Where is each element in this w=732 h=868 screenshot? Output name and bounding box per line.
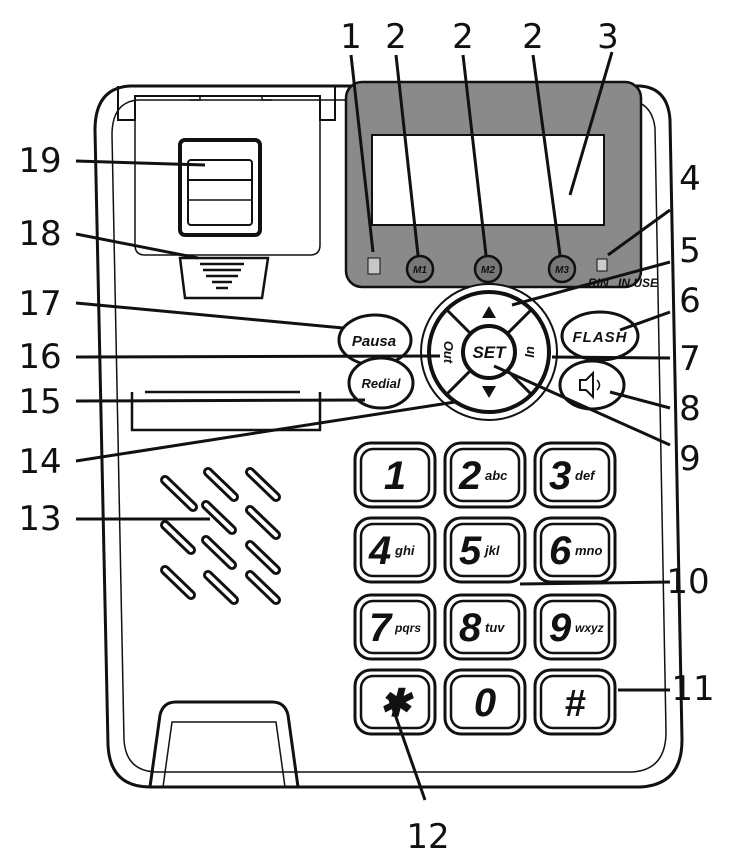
key-letters: mno (575, 543, 603, 558)
down-arrow-icon[interactable] (482, 386, 496, 398)
callout-2b: 2 (452, 17, 474, 57)
svg-text:M3: M3 (555, 265, 569, 276)
key-2[interactable]: 2 abc (443, 441, 527, 509)
key-digit: 1 (384, 454, 406, 498)
key-letters: wxyz (575, 621, 604, 635)
callout-19: 19 (18, 141, 61, 181)
cradle-tab (190, 95, 272, 101)
out-label[interactable]: Out (441, 341, 456, 364)
speaker-grille-inner (163, 470, 278, 602)
memory-key-m1[interactable]: M1 (405, 254, 435, 284)
svg-text:FLASH: FLASH (573, 329, 628, 346)
callout-3: 3 (597, 17, 619, 57)
callout-5: 5 (679, 231, 701, 271)
key-digit: 7 (369, 606, 393, 650)
in-use-label: IN USE (618, 276, 659, 290)
svg-text:M1: M1 (413, 265, 427, 276)
callout-13: 13 (18, 499, 61, 539)
key-digit: 0 (474, 681, 496, 725)
callout-16: 16 (18, 337, 61, 377)
callout-12: 12 (406, 817, 449, 857)
key-digit: 4 (368, 529, 391, 573)
key-digit: 9 (549, 606, 572, 650)
key-1[interactable]: 1 (353, 441, 437, 509)
handset-cradle-wall (134, 120, 321, 256)
key-letters: abc (485, 468, 508, 483)
rin-led (596, 258, 608, 272)
callout-6: 6 (679, 281, 701, 321)
key-digit: # (564, 683, 586, 725)
key-digit: 3 (549, 454, 571, 498)
stand-slot (148, 700, 300, 788)
callout-7: 7 (679, 339, 701, 379)
callout-2a: 2 (385, 17, 407, 57)
key-3[interactable]: 3 def (533, 441, 617, 509)
memory-key-m2[interactable]: M2 (473, 254, 503, 284)
callout-9: 9 (679, 439, 701, 479)
callout-leaders (75, 51, 671, 801)
phone-body-inner (111, 99, 667, 773)
callout-11: 11 (671, 669, 714, 709)
callout-labels: 1 2 2 2 3 4 5 6 7 8 9 10 11 12 13 14 15 … (18, 17, 714, 857)
handset-clip[interactable] (178, 256, 270, 300)
key-digit: 2 (458, 454, 481, 498)
led-indicator (367, 257, 381, 275)
in-label[interactable]: In (522, 346, 537, 358)
key-0[interactable]: 0 (443, 668, 527, 736)
memory-key-m3[interactable]: M3 (547, 254, 577, 284)
key-letters: jkl (483, 543, 500, 558)
key-letters: tuv (485, 620, 505, 635)
callout-17: 17 (18, 284, 61, 324)
phone-body-outline (93, 84, 684, 789)
speaker-button[interactable] (558, 359, 626, 411)
speaker-grille (160, 467, 281, 605)
key-letters: pqrs (394, 621, 421, 635)
callout-2c: 2 (522, 17, 544, 57)
key-digit: 5 (459, 529, 482, 573)
set-button[interactable]: SET (461, 324, 517, 380)
callout-10: 10 (666, 562, 709, 602)
clip-ridges (200, 262, 244, 290)
hook-switch-inner[interactable] (187, 159, 253, 226)
card-slot (130, 390, 322, 432)
callout-8: 8 (679, 389, 701, 429)
redial-button[interactable]: Redial (347, 356, 415, 410)
up-arrow-icon[interactable] (482, 306, 496, 318)
pause-button[interactable]: Pausa (337, 313, 413, 367)
svg-text:Redial: Redial (361, 376, 400, 391)
svg-text:M2: M2 (481, 265, 495, 276)
speaker-icon (579, 370, 594, 400)
callout-14: 14 (18, 442, 61, 482)
key-digit: 8 (459, 606, 482, 650)
key-star[interactable]: ✱ (353, 668, 437, 736)
callout-18: 18 (18, 214, 61, 254)
flash-button[interactable]: FLASH (560, 310, 640, 362)
callout-1: 1 (340, 17, 362, 57)
handset-cradle (117, 86, 336, 121)
key-letters: def (575, 468, 596, 483)
key-letters: ghi (394, 543, 415, 558)
svg-text:SET: SET (472, 343, 507, 362)
callout-15: 15 (18, 382, 61, 422)
callout-4: 4 (679, 159, 701, 199)
key-digit: 6 (549, 529, 572, 573)
key-hash[interactable]: # (533, 668, 617, 736)
svg-text:Pausa: Pausa (352, 333, 396, 350)
